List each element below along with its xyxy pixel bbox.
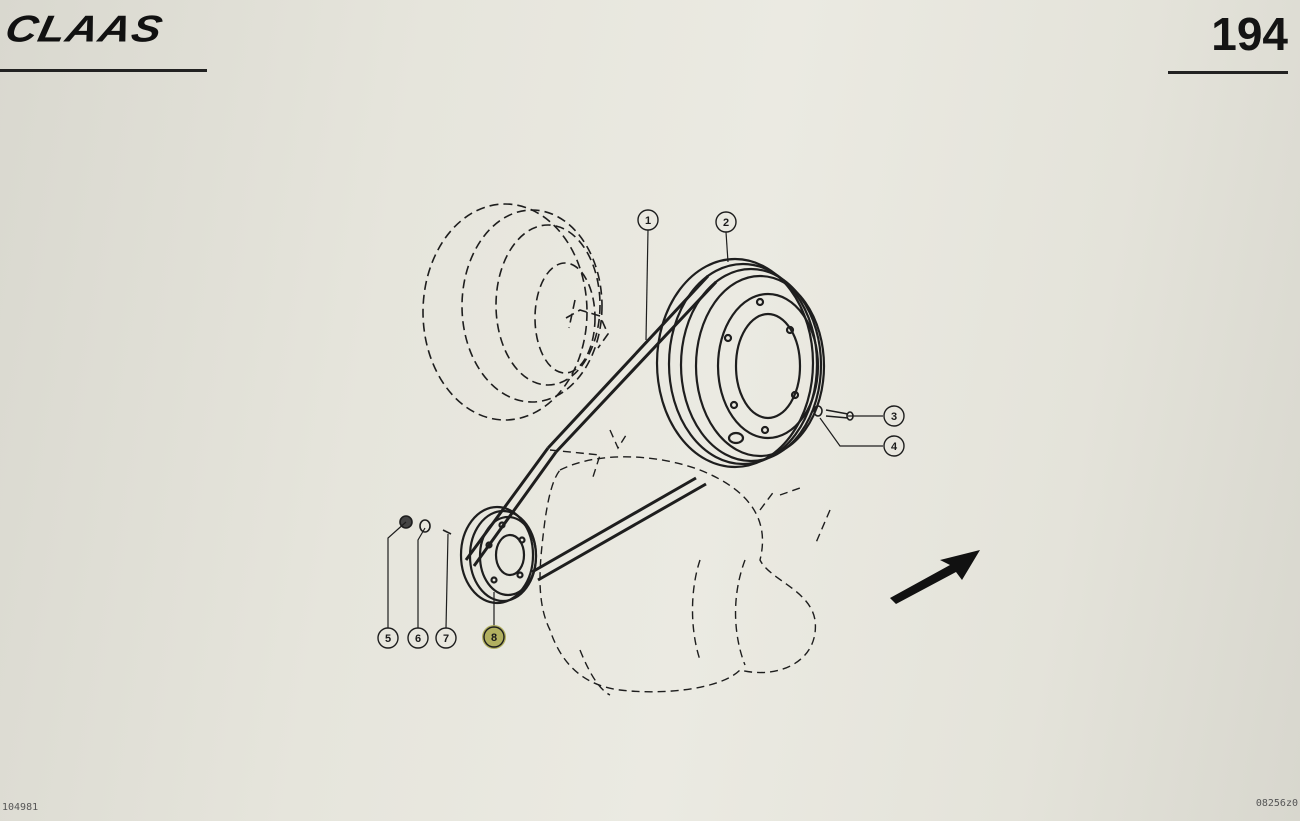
callout-5-label: 5 bbox=[385, 633, 391, 645]
page-number: 194 bbox=[1211, 8, 1288, 60]
fan-hub-outline bbox=[422, 203, 609, 421]
logo-underline bbox=[0, 69, 207, 72]
callout-leaders bbox=[387, 229, 883, 629]
callout-4-circle bbox=[883, 435, 905, 457]
v-belt bbox=[464, 274, 718, 582]
callout-1-circle bbox=[637, 209, 659, 231]
callout-4-label: 4 bbox=[891, 441, 898, 453]
small-pulley bbox=[459, 505, 538, 605]
callout-markers bbox=[377, 209, 905, 649]
callout-8-label: 8 bbox=[491, 632, 497, 644]
engine-housing-outline bbox=[539, 429, 831, 696]
page-number-underline bbox=[1168, 71, 1288, 74]
large-pulley bbox=[655, 257, 826, 469]
callout-3-circle bbox=[883, 405, 905, 427]
callout-7-circle bbox=[435, 627, 457, 649]
document-code-left: 104981 bbox=[2, 802, 39, 813]
small-pulley-fasteners bbox=[399, 515, 452, 535]
callout-2-circle bbox=[715, 211, 737, 233]
callout-6-label: 6 bbox=[415, 633, 421, 645]
callout-7-label: 7 bbox=[443, 633, 449, 645]
callout-2-label: 2 bbox=[723, 217, 729, 229]
callout-8-circle bbox=[483, 626, 505, 648]
callout-8-highlight bbox=[482, 625, 506, 649]
callout-3-label: 3 bbox=[891, 411, 897, 423]
direction-arrow-icon bbox=[890, 550, 980, 604]
callout-6-circle bbox=[407, 627, 429, 649]
document-code-right: 08256z0 bbox=[1255, 798, 1298, 809]
bolt-and-washer bbox=[813, 405, 854, 421]
callout-1-label: 1 bbox=[645, 215, 651, 227]
callout-5-circle bbox=[377, 627, 399, 649]
